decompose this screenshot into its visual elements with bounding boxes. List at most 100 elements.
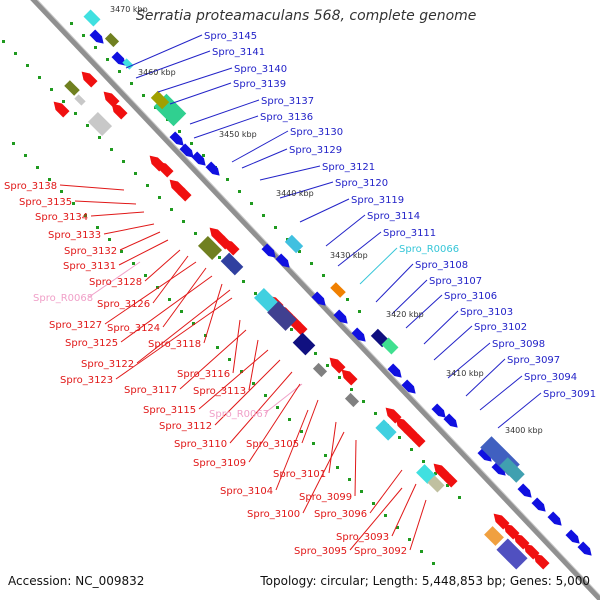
reverse-gene-arrow: [441, 471, 458, 488]
forward-gene-arrow: [333, 309, 348, 324]
gc-dot: [218, 256, 221, 259]
forward-gene-label: Spro_3136: [260, 112, 313, 123]
forward-gene-arrow: [491, 461, 506, 476]
forward-gene-label: Spro_3107: [429, 276, 482, 287]
forward-gene-label: Spro_3108: [415, 260, 468, 271]
gene-block: [267, 301, 297, 331]
gc-dot: [50, 88, 53, 91]
forward-label-leader: [259, 165, 321, 181]
gc-dot: [26, 64, 29, 67]
reverse-label-leader: [248, 339, 259, 391]
forward-label-leader: [465, 358, 506, 397]
reverse-label-leader: [302, 431, 345, 514]
reverse-label-leader: [369, 469, 403, 514]
gc-dot: [312, 442, 315, 445]
forward-gene-label: Spro_3129: [289, 145, 342, 156]
gc-dot: [290, 328, 293, 331]
gene-block: [484, 526, 504, 546]
reverse-gene-label: Spro_3112: [159, 421, 212, 432]
forward-label-leader: [135, 50, 211, 79]
gc-dot: [134, 172, 137, 175]
gc-dot: [252, 382, 255, 385]
forward-label-leader: [423, 310, 459, 345]
gene-block: [253, 287, 279, 313]
reverse-gene-label: Spro_3110: [174, 439, 227, 450]
gc-dot: [96, 226, 99, 229]
forward-gene-label: Spro_3121: [322, 162, 375, 173]
reverse-gene-label: Spro_3124: [107, 323, 160, 334]
reverse-gene-label: Spro_3125: [65, 338, 118, 349]
reverse-gene-label: Spro_3105: [246, 439, 299, 450]
forward-gene-label: Spro_3119: [351, 195, 404, 206]
gene-block: [64, 80, 80, 96]
gene-labels-layer: Spro_3145Spro_3141Spro_3140Spro_3139Spro…: [4, 31, 596, 557]
gene-block: [375, 419, 397, 441]
gene-block: [312, 362, 328, 378]
gc-dot: [422, 460, 425, 463]
forward-label-leader: [241, 148, 288, 169]
reverse-gene-label: Spro_3133: [48, 230, 101, 241]
reverse-gene-label: Spro_3093: [336, 532, 389, 543]
reverse-gene-label: Spro_3126: [97, 299, 150, 310]
gene-block: [496, 538, 528, 570]
reverse-label-leader: [103, 223, 155, 235]
gene-block: [292, 332, 316, 356]
reverse-gene-label: Spro_3104: [220, 486, 273, 497]
forward-gene-arrow: [477, 447, 492, 462]
reverse-label-leader: [118, 239, 169, 266]
gc-dot: [434, 472, 437, 475]
forward-gene-label: Spro_3098: [492, 339, 545, 350]
kbp-tick-label: 3440 kbp: [276, 189, 314, 198]
forward-gene-arrow: [547, 511, 562, 526]
reverse-label-leader: [90, 211, 145, 217]
forward-gene-label: Spro_3145: [204, 31, 257, 42]
gc-dot: [358, 310, 361, 313]
forward-gene-arrow: [111, 51, 126, 66]
gc-dot: [84, 214, 87, 217]
gc-dot: [360, 490, 363, 493]
reverse-label-leader: [144, 249, 181, 282]
gc-dot: [300, 430, 303, 433]
reverse-gene-arrow: [341, 369, 358, 386]
reverse-label-leader: [328, 421, 337, 474]
reverse-label-leader: [275, 409, 309, 491]
gc-dot: [262, 214, 265, 217]
gc-dot: [310, 262, 313, 265]
gene-block: [197, 235, 223, 261]
forward-gene-label: Spro_3114: [367, 211, 420, 222]
forward-gene-arrow: [565, 529, 580, 544]
kbp-tick-label: 3410 kbp: [446, 369, 484, 378]
reverse-label-leader: [354, 439, 357, 497]
forward-gene-arrow: [531, 497, 546, 512]
gene-block: [122, 58, 134, 70]
reverse-gene-label: Spro_3113: [193, 386, 246, 397]
forward-label-leader: [359, 247, 398, 285]
forward-gene-arrow: [205, 161, 220, 176]
forward-gene-arrow: [351, 327, 366, 342]
genome-summary-text: Topology: circular; Length: 5,448,853 bp…: [260, 574, 590, 588]
reverse-gene-arrow: [329, 357, 346, 374]
forward-label-leader: [337, 231, 382, 267]
forward-gene-label: Spro_3111: [383, 228, 436, 239]
forward-gene-label: Spro_3130: [290, 127, 343, 138]
gc-dot: [384, 514, 387, 517]
forward-gene-label: Spro_3120: [335, 178, 388, 189]
forward-gene-arrow: [401, 379, 416, 394]
gc-dot: [288, 418, 291, 421]
gc-dot: [350, 388, 353, 391]
forward-gene-label: Spro_3140: [234, 64, 287, 75]
gc-dot: [108, 238, 111, 241]
reverse-label-leader: [301, 399, 319, 444]
forward-gene-arrow: [169, 131, 184, 146]
reverse-label-leader: [179, 329, 247, 390]
gene-block: [83, 9, 101, 27]
reverse-gene-label: Spro_R0067: [209, 409, 269, 420]
reverse-label-leader: [136, 289, 231, 364]
forward-gene-label: Spro_3091: [543, 389, 596, 400]
forward-label-leader: [157, 67, 233, 93]
gc-dot: [432, 562, 435, 565]
gc-dot: [12, 142, 15, 145]
reverse-gene-label: Spro_3131: [63, 261, 116, 272]
